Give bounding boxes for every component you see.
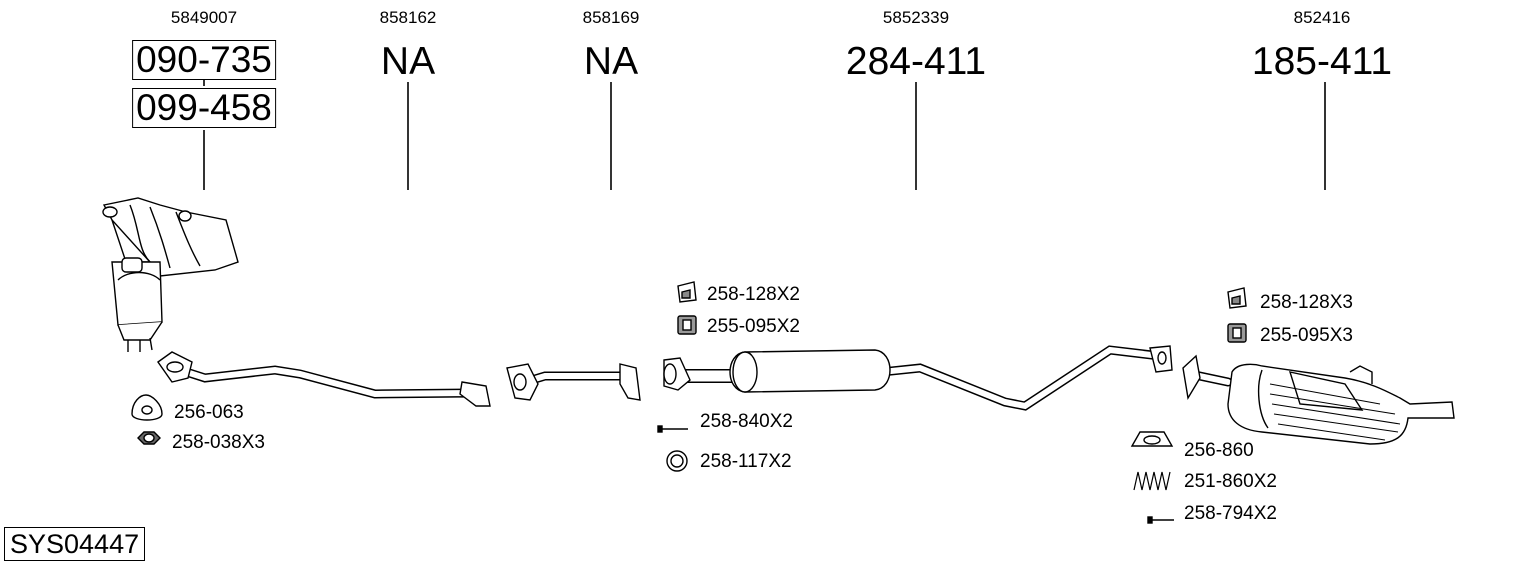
part-number-intermediate-pipe[interactable]: NA xyxy=(583,40,639,83)
part-number-center-silencer[interactable]: 284-411 xyxy=(845,40,987,83)
exhaust-clamp-icon-rear xyxy=(1227,287,1247,309)
accessory-label-258-128x3[interactable]: 258-128X3 xyxy=(1260,292,1353,313)
sealing-ring-icon xyxy=(666,450,688,472)
accessory-label-251-860x2[interactable]: 251-860X2 xyxy=(1184,471,1277,492)
accessory-label-258-038x3[interactable]: 258-038X3 xyxy=(172,432,265,453)
accessory-label-256-063[interactable]: 256-063 xyxy=(174,402,244,423)
bolt-icon-rear xyxy=(1147,516,1174,524)
accessory-label-258-117x2[interactable]: 258-117X2 xyxy=(700,451,792,472)
front-pipe-drawing xyxy=(157,351,491,407)
catalytic-manifold-drawing xyxy=(102,197,239,352)
center-silencer-drawing xyxy=(663,345,1173,411)
oe-number-front-pipe: 858162 xyxy=(379,8,437,27)
accessory-label-255-095x2[interactable]: 255-095X2 xyxy=(707,316,800,337)
part-number-manifold-2[interactable]: 099-458 xyxy=(132,88,276,128)
part-number-front-pipe[interactable]: NA xyxy=(380,40,436,83)
bolt-icon xyxy=(657,425,688,433)
rear-silencer-drawing xyxy=(1182,354,1455,445)
rubber-mount-icon-rear xyxy=(1227,323,1247,343)
conical-ring-icon xyxy=(1130,431,1174,447)
hex-nut-icon xyxy=(137,431,161,445)
system-id-label: SYS04447 xyxy=(4,527,146,561)
accessory-label-256-860[interactable]: 256-860 xyxy=(1184,440,1254,461)
accessory-label-255-095x3[interactable]: 255-095X3 xyxy=(1260,325,1353,346)
part-number-manifold-1[interactable]: 090-735 xyxy=(132,40,276,80)
part-number-rear-silencer[interactable]: 185-411 xyxy=(1251,40,1393,83)
rubber-mount-icon xyxy=(677,315,697,335)
exhaust-clamp-icon xyxy=(677,281,697,303)
intermediate-pipe-drawing xyxy=(506,363,641,401)
accessory-label-258-128x2[interactable]: 258-128X2 xyxy=(707,284,800,305)
oe-number-intermediate-pipe: 858169 xyxy=(582,8,640,27)
gasket-icon xyxy=(131,394,163,421)
oe-number-rear-silencer: 852416 xyxy=(1293,8,1351,27)
accessory-label-258-840x2[interactable]: 258-840X2 xyxy=(700,411,793,432)
accessory-label-258-794x2[interactable]: 258-794X2 xyxy=(1184,503,1277,524)
spring-icon xyxy=(1133,471,1171,491)
oe-number-center-silencer: 5852339 xyxy=(882,8,950,27)
oe-number-manifold: 5849007 xyxy=(170,8,238,27)
